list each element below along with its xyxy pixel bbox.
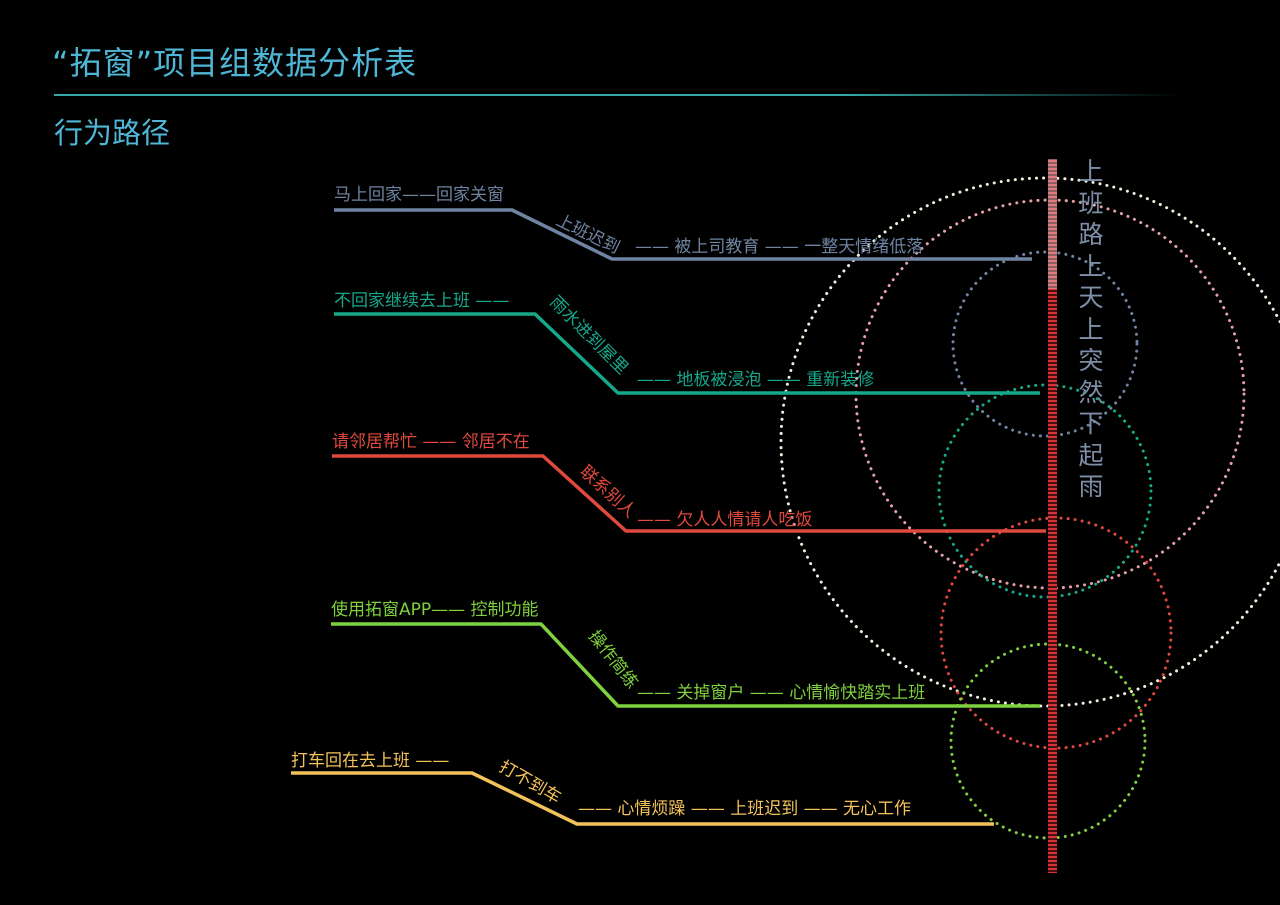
path-line-5 <box>291 771 994 826</box>
path-row-5: 打车回在去上班 —— 打不到车 —— 心情烦躁 —— 上班迟到 —— 无心工作 <box>291 751 994 826</box>
path-line-2 <box>334 312 1040 395</box>
path-line-3 <box>332 454 1046 533</box>
side-title-char: 突 <box>1078 346 1104 375</box>
path-4-diagonal-label: 操作简练 <box>584 627 642 693</box>
side-title-char: 天 <box>1078 283 1104 312</box>
path-1-end-label: —— 被上司教育 —— 一整天情绪低落 <box>635 237 923 257</box>
side-title-char: 雨 <box>1078 472 1104 501</box>
side-title-char: 然 <box>1078 377 1104 407</box>
path-3-end-label: —— 欠人人情请人吃饭 <box>637 510 812 530</box>
vertical-side-title: 上班路上天上突然下起雨 <box>1076 156 1106 503</box>
side-title-char: 起 <box>1078 440 1104 470</box>
page-title: “拓窗”项目组数据分析表 <box>52 44 418 82</box>
path-5-end-label: —— 心情烦躁 —— 上班迟到 —— 无心工作 <box>578 799 911 819</box>
path-4-start-label: 使用拓窗APP—— 控制功能 <box>331 599 539 620</box>
path-row-4: 使用拓窗APP—— 控制功能 操作简练 —— 关掉窗户 —— 心情愉快踏实上班 <box>331 599 1040 708</box>
dotted-circle-teal <box>937 383 1153 599</box>
path-5-start-label: 打车回在去上班 —— <box>291 751 449 771</box>
path-row-2: 不回家继续去上班 —— 雨水进到屋里 —— 地板被浸泡 —— 重新装修 <box>334 291 1040 395</box>
side-title-char: 班 <box>1078 188 1104 218</box>
side-title-char: 上 <box>1078 157 1104 186</box>
path-line-4 <box>331 622 1040 708</box>
path-2-start-label: 不回家继续去上班 —— <box>334 291 509 311</box>
path-1-start-label: 马上回家——回家关窗 <box>334 185 504 205</box>
path-line-1 <box>334 208 1032 261</box>
circles-layer <box>779 176 1280 840</box>
header-divider <box>54 94 1184 96</box>
dotted-circle-green <box>949 642 1147 840</box>
path-3-start-label: 请邻居帮忙 —— 邻居不在 <box>332 432 530 452</box>
dotted-circle-red <box>939 516 1173 750</box>
side-title-char: 上 <box>1078 314 1104 344</box>
timeline-bar <box>1048 159 1057 873</box>
dotted-circle-large-white <box>779 176 1280 708</box>
side-title-char: 路 <box>1078 220 1104 249</box>
side-title-char: 上 <box>1078 251 1104 281</box>
path-4-end-label: —— 关掉窗户 —— 心情愉快踏实上班 <box>637 683 925 703</box>
path-row-1: 马上回家——回家关窗 上班迟到 —— 被上司教育 —— 一整天情绪低落 <box>334 185 1032 261</box>
timeline-bar-top-highlight <box>1048 159 1057 289</box>
section-subtitle: 行为路径 <box>54 116 171 150</box>
dotted-circle-slate <box>951 250 1139 438</box>
side-title-char: 下 <box>1078 409 1104 438</box>
path-2-end-label: —— 地板被浸泡 —— 重新装修 <box>637 370 874 390</box>
